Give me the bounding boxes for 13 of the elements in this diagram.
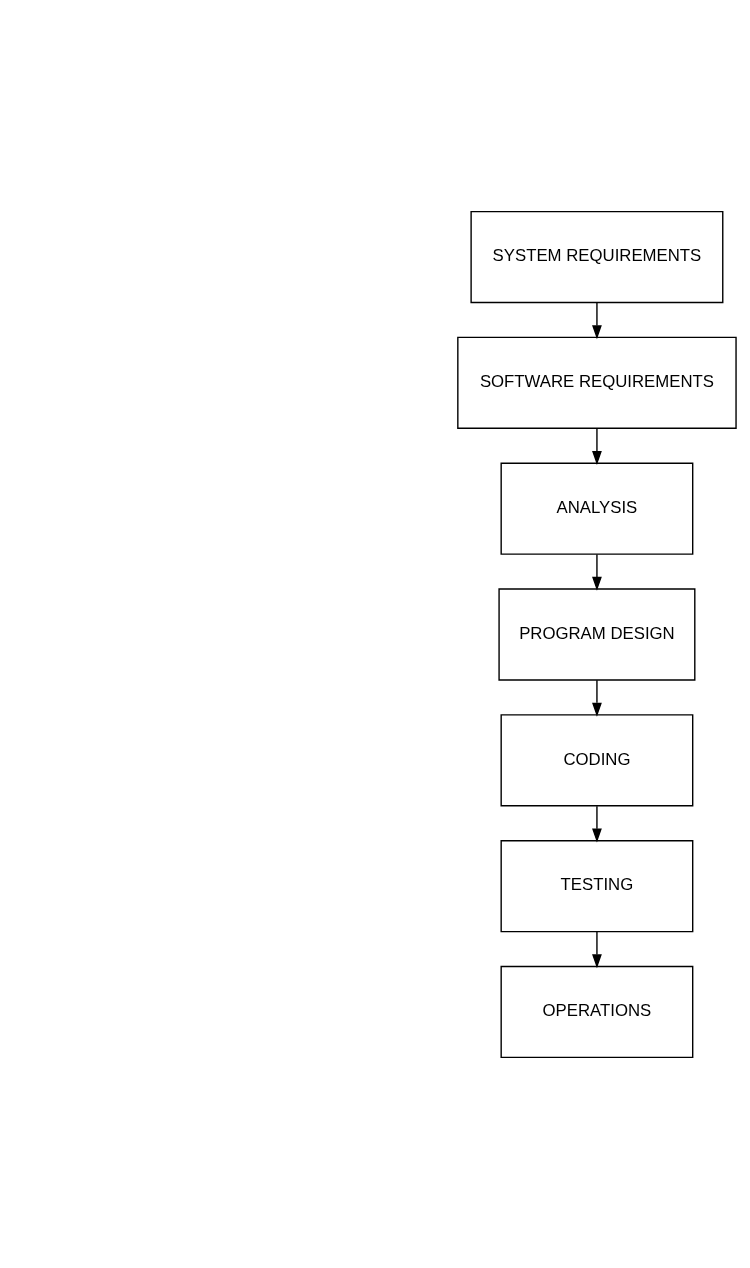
arrow [592,301,602,339]
arrow [592,930,602,968]
node-box: SOFTWARE REQUIREMENTS [457,336,737,429]
node-box: SYSTEM REQUIREMENTS [470,210,724,303]
node-box: TESTING [500,839,694,932]
node-box: ANALYSIS [500,462,694,555]
arrow [592,679,602,717]
node-box: CODING [500,713,694,806]
arrow [592,427,602,465]
arrow [592,804,602,842]
arrow [592,553,602,591]
node-box: OPERATIONS [500,965,694,1058]
node-box: PROGRAM DESIGN [498,587,696,681]
